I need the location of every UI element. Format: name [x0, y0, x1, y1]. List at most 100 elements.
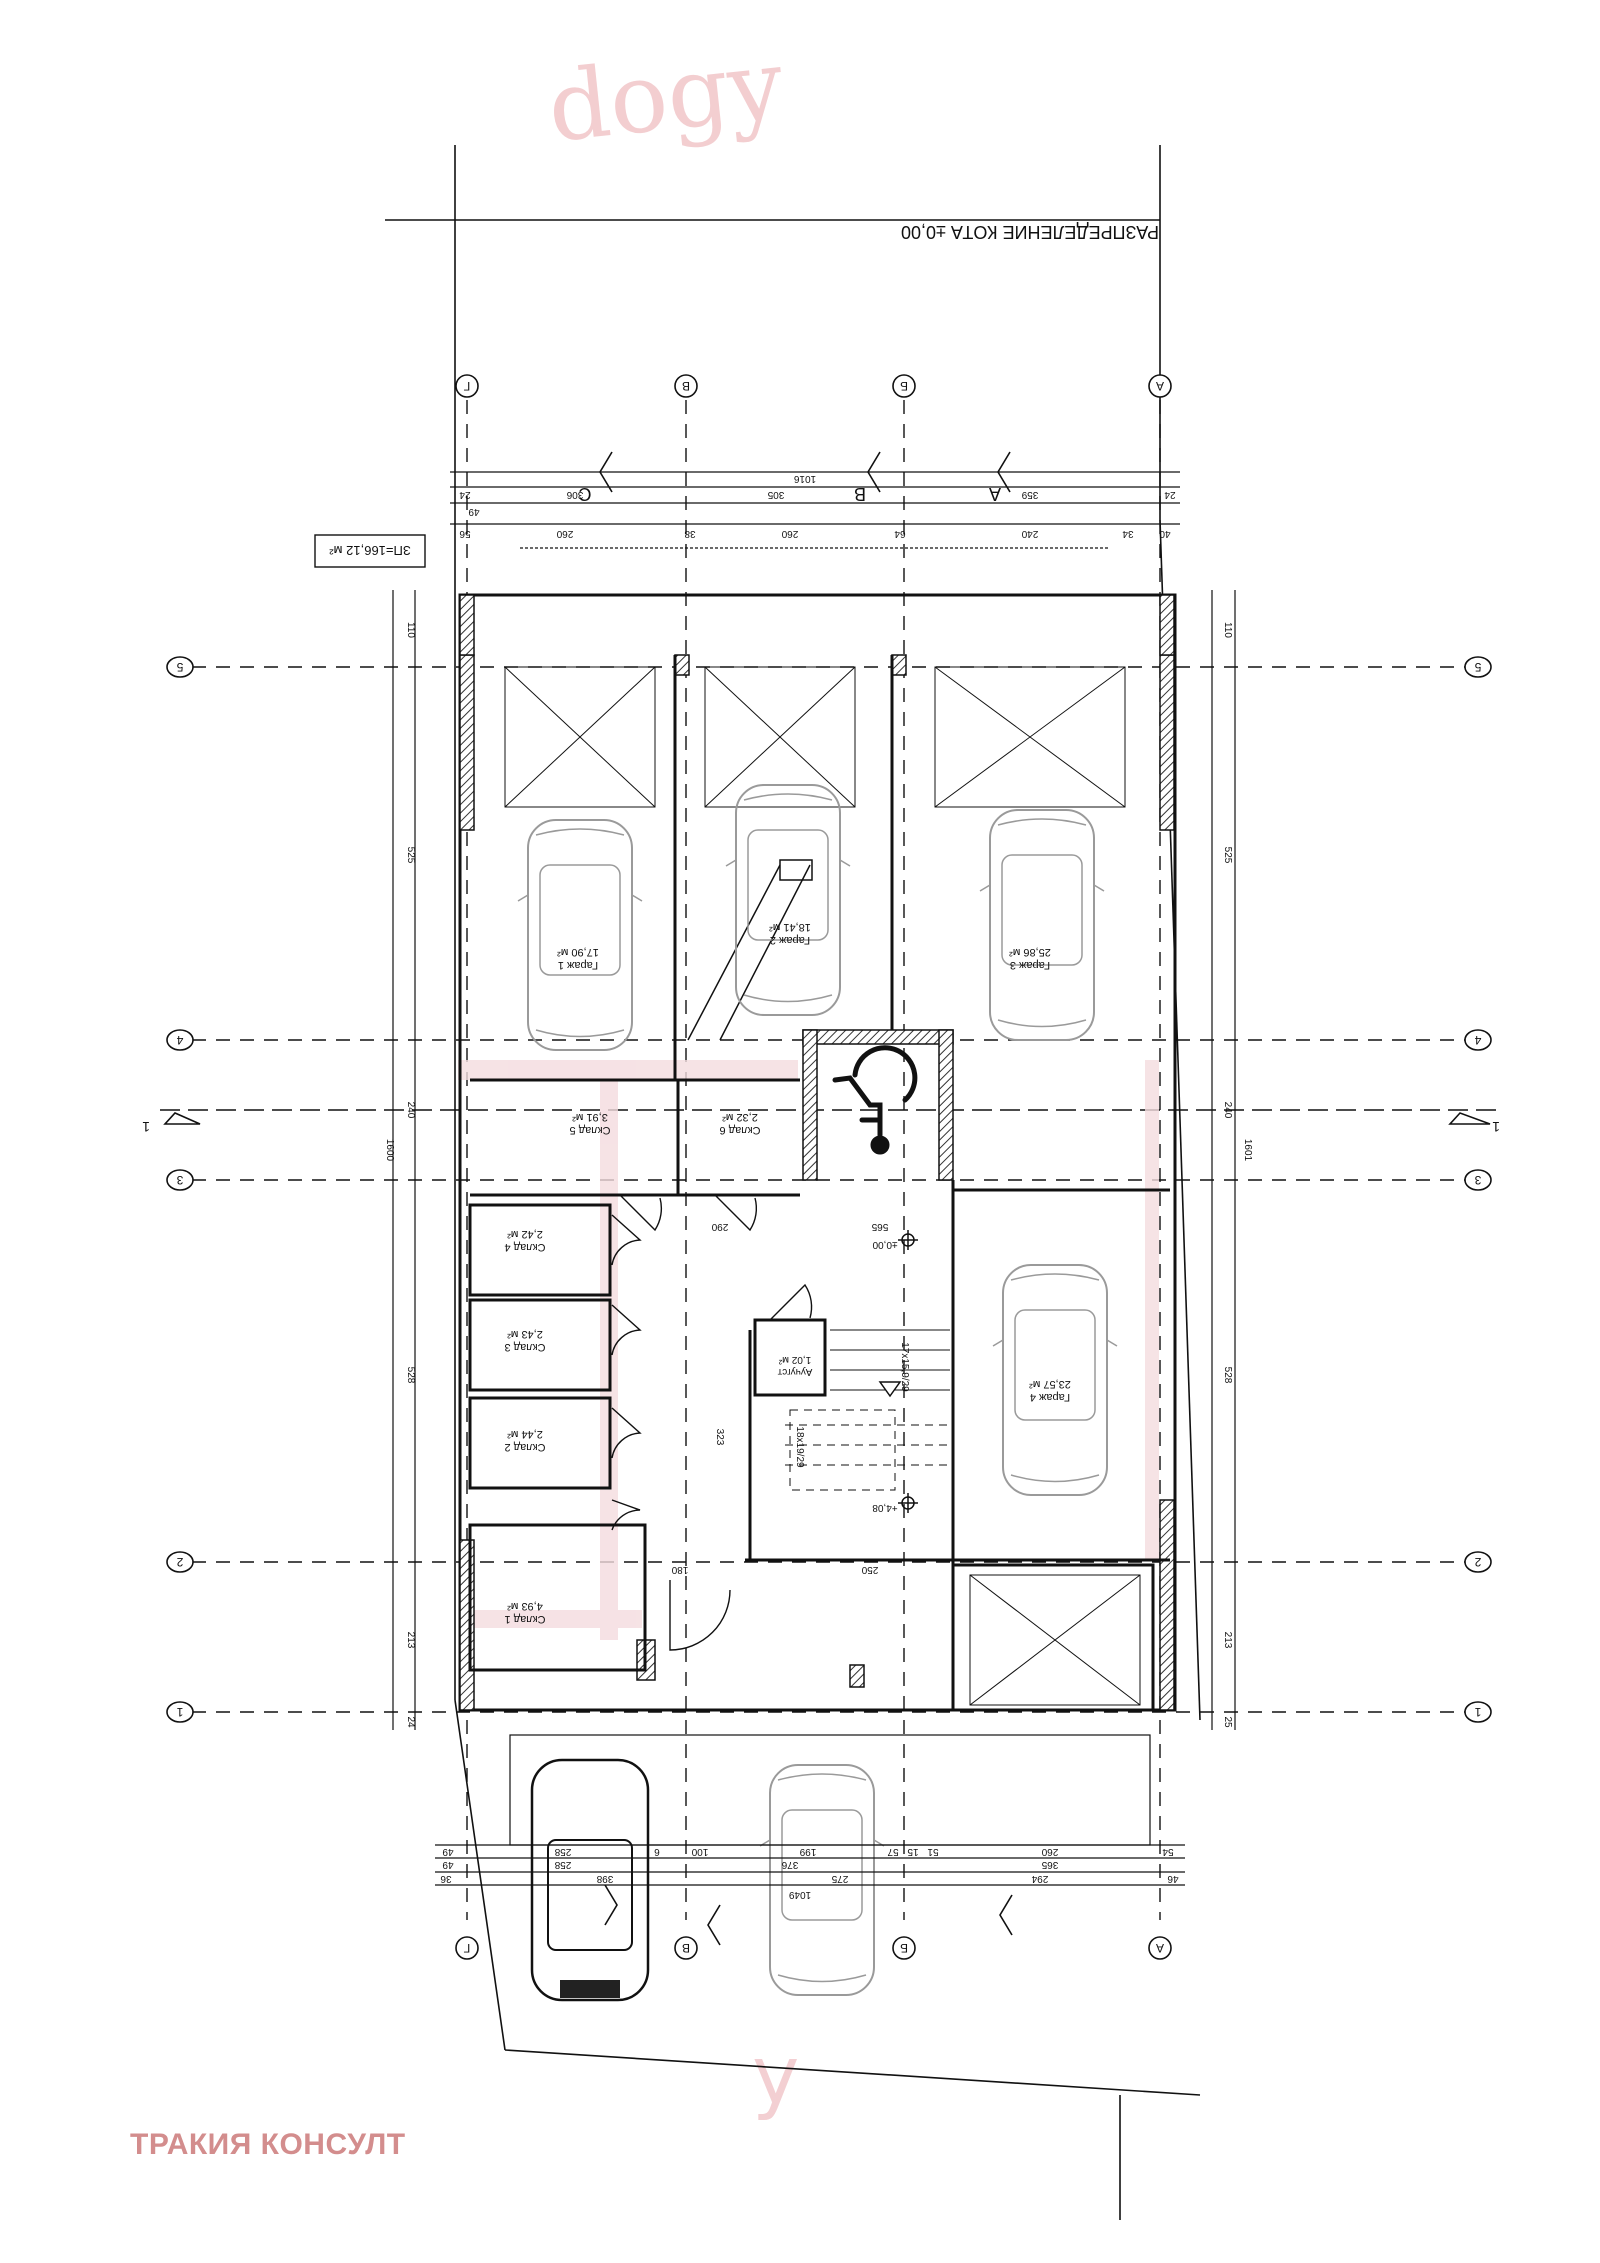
dim-bottom: 49 — [442, 1859, 454, 1870]
dim-bottom: 54 — [1162, 1846, 1174, 1857]
room-name-storage-5: Склад 5 — [569, 1124, 610, 1136]
axis-label-v-top: В — [682, 379, 690, 393]
dim-right: 240 — [1222, 1102, 1233, 1119]
room-name-garage-2: Гараж 2 — [770, 934, 810, 946]
ramp-icon — [687, 859, 813, 1041]
room-area-garage-1: 17,90 м² — [557, 946, 599, 958]
dim-left-overall: 1600 — [384, 1139, 395, 1162]
dim-left: 528 — [405, 1367, 416, 1384]
exterior-walls — [458, 593, 1177, 1712]
stair-dim: 250 — [861, 1564, 878, 1575]
stair-flight-1: 17x15,9/29 — [899, 1342, 910, 1392]
door-swings — [611, 1194, 813, 1651]
dim-bottom: 275 — [831, 1873, 848, 1884]
dim-bottom: 49 — [442, 1846, 454, 1857]
axis-label-g-bottom: Г — [463, 1941, 470, 1955]
corridor-dim: 323 — [714, 1429, 725, 1446]
axis-label-b-bottom: Б — [900, 1941, 908, 1955]
dim-bottom: 258 — [554, 1846, 571, 1857]
dim-bottom: 398 — [596, 1873, 613, 1884]
axis-label-g-top: Г — [463, 379, 470, 393]
room-area-garage-2: 18,41 м² — [769, 921, 811, 933]
level-label-408: +4,08 — [872, 1502, 898, 1513]
dim-bottom: 15 — [907, 1846, 919, 1857]
built-area-label: ЗП=166,12 м² — [329, 543, 411, 558]
axis-label-v-bottom: В — [682, 1941, 690, 1955]
dim-top: 305 — [767, 489, 784, 500]
watermark-logo: ТРАКИЯ КОНСУЛТ — [130, 2128, 406, 2161]
bottom-dimension-lines — [435, 1734, 1185, 1886]
garage-door-marks — [504, 666, 1141, 1706]
room-name-storage-2: Склад 2 — [504, 1441, 545, 1453]
stair-flight-2: 18x19/29 — [794, 1426, 805, 1468]
dim-right-overall: 1601 — [1242, 1139, 1253, 1162]
dim-top: 260 — [781, 528, 798, 539]
dim-bottom: 258 — [554, 1859, 571, 1870]
dim-top-overall: 1016 — [793, 473, 816, 484]
room-name-storage-3: Склад 3 — [504, 1341, 545, 1353]
dim-top: 40 — [1159, 528, 1171, 539]
dim-bottom: 294 — [1031, 1873, 1048, 1884]
row-axes — [192, 666, 1465, 1713]
axis-label-1-right: 1 — [1474, 1705, 1481, 1719]
room-area-storage-5: 3,91 м² — [572, 1111, 608, 1123]
dim-bottom: 260 — [1041, 1846, 1058, 1857]
interior-walls — [468, 655, 1170, 1712]
axis-label-4-left: 4 — [176, 1033, 183, 1047]
dim-bottom: 100 — [691, 1846, 708, 1857]
dim-left: 24 — [405, 1716, 416, 1728]
dim-left: 110 — [405, 622, 416, 638]
level-marker-icon — [898, 1230, 918, 1513]
room-area-storage-3: 2,43 м² — [507, 1328, 543, 1340]
section-label-c: C — [579, 484, 592, 504]
dim-right: 525 — [1222, 847, 1233, 864]
dim-bottom: 365 — [1041, 1859, 1058, 1870]
level-label-0: ±0,00 — [872, 1239, 897, 1250]
dim-bottom: 36 — [440, 1873, 452, 1884]
axis-label-5-right: 5 — [1474, 660, 1481, 674]
room-name-storage-4: Склад 4 — [504, 1241, 545, 1253]
section-label-b: B — [854, 484, 866, 504]
car-outline-icons — [517, 784, 1118, 2002]
row-axis-bubbles — [166, 656, 1492, 1723]
axis-label-3-left: 3 — [176, 1173, 183, 1187]
dim-top: 359 — [1021, 489, 1038, 500]
car-icon — [517, 819, 643, 1051]
section-arrows-bottom — [604, 1884, 1013, 1946]
site-boundary — [385, 145, 1201, 2220]
corridor-dim: 180 — [671, 1564, 688, 1575]
room-area-small: 1,02 м² — [778, 1354, 811, 1365]
axis-label-2-right: 2 — [1474, 1555, 1481, 1569]
room-name-garage-3: Гараж 3 — [1010, 959, 1050, 971]
side-dimension-lines — [392, 590, 1236, 1730]
dim-top: 24 — [459, 489, 471, 500]
axis-label-2-left: 2 — [176, 1555, 183, 1569]
dim-bottom: 6 — [654, 1846, 660, 1857]
wheelchair-icon — [832, 1045, 918, 1155]
car-icon — [759, 1764, 885, 1996]
dim-right: 528 — [1222, 1367, 1233, 1384]
axis-label-b-top: Б — [900, 379, 908, 393]
stair-drawing — [785, 1329, 950, 1491]
corridor-dim: 290 — [711, 1221, 728, 1232]
dim-bottom: 51 — [927, 1846, 939, 1857]
section-arrows — [599, 451, 1011, 493]
axis-label-5-left: 5 — [176, 660, 183, 674]
dim-top: 306 — [566, 489, 583, 500]
dim-left: 525 — [405, 847, 416, 864]
car-icon — [725, 784, 851, 1016]
dim-top: 24 — [1164, 489, 1176, 500]
dim-bottom: 376 — [781, 1859, 798, 1870]
room-name-garage-4: Гараж 4 — [1030, 1391, 1070, 1403]
dim-right: 213 — [1222, 1632, 1233, 1649]
room-name-storage-6: Склад 6 — [719, 1124, 760, 1136]
room-area-storage-6: 2,32 м² — [722, 1111, 758, 1123]
dim-top-small: 49 — [468, 506, 480, 517]
dim-bottom: 57 — [887, 1846, 899, 1857]
room-area-storage-1: 4,93 м² — [507, 1600, 543, 1612]
dim-left: 213 — [405, 1632, 416, 1649]
section-label-left: 1 — [142, 1119, 150, 1135]
axis-label-a-bottom: А — [1156, 1941, 1164, 1955]
dim-top: 64 — [894, 528, 906, 539]
room-area-garage-4: 23,57 м² — [1029, 1378, 1071, 1390]
